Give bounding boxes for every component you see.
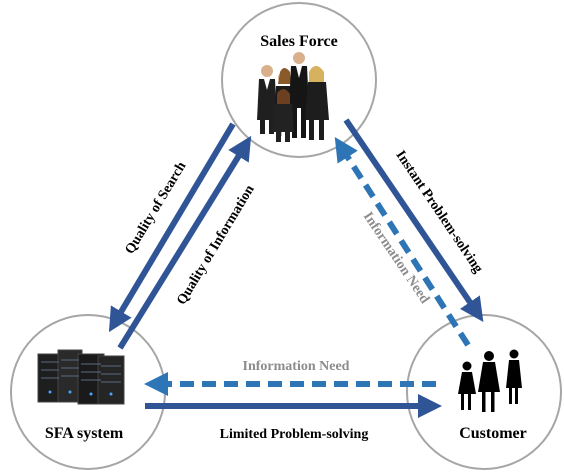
customer-silhouettes-icon — [458, 349, 522, 412]
information-need-sales-arrow — [334, 136, 471, 347]
information-need-sales-label: Information Need — [360, 210, 432, 307]
information-need-sfa-label: Information Need — [243, 359, 350, 374]
limited-problem-solving-label: Limited Problem-solving — [220, 427, 369, 442]
quality-of-search-arrow — [108, 122, 236, 333]
quality-of-information-arrow — [117, 135, 252, 350]
sfa-system-label: SFA system — [45, 425, 124, 442]
sales-force-label: Sales Force — [260, 33, 337, 50]
business-team-photo-icon — [257, 52, 329, 142]
instant-problem-solving-arrow — [343, 118, 484, 322]
server-rack-icon — [37, 349, 125, 405]
customer-label: Customer — [459, 425, 527, 442]
